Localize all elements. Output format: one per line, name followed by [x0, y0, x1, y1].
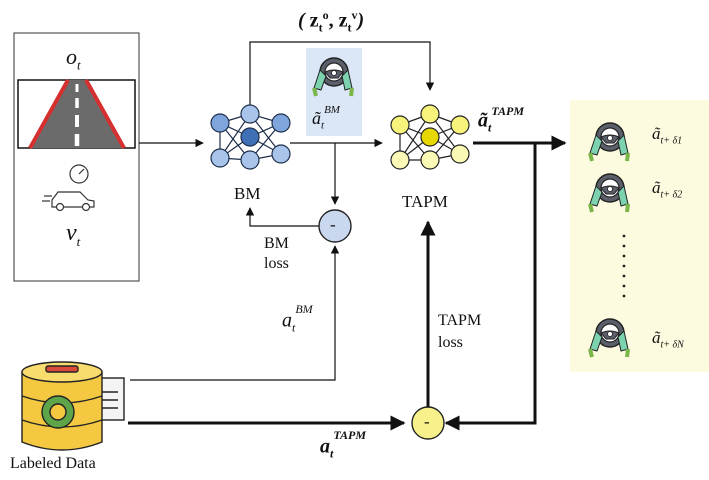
tapm-output-label: ãtTAPM: [478, 104, 525, 135]
label-bm-arrow: [130, 245, 340, 381]
prediction-1-label: ãt+ δ1: [652, 124, 683, 147]
input-panel: [13, 32, 140, 282]
speedometer-car-icon: [42, 164, 95, 212]
dataset-label: Labeled Data: [10, 455, 96, 472]
obs-label: ot: [66, 44, 81, 73]
bm-network-icon: [210, 104, 291, 170]
bm-output-label: ãtBM: [312, 104, 340, 132]
label-bm: atBM: [282, 302, 313, 335]
velocity-label: vt: [66, 220, 81, 249]
latent-arrow: [249, 41, 435, 118]
road-image: [17, 79, 136, 149]
bm-label: BM: [234, 184, 261, 203]
latent-label: ( zto, ztv): [298, 8, 365, 35]
prediction-2-label: ãt+ δ2: [652, 178, 683, 201]
bm-loss-arrow: [245, 207, 319, 227]
tapm-label: TAPM: [402, 192, 448, 211]
bm-minus: -: [330, 215, 336, 234]
tapm-output-to-loss-arrow: [444, 143, 537, 431]
prediction-n-label: ãt+ δN: [652, 328, 684, 351]
tapm-minus: -: [424, 412, 430, 431]
tapm-network-icon: [390, 104, 470, 170]
label-tapm: atTAPM: [320, 428, 367, 461]
prediction-panel: [570, 100, 709, 372]
database-icon: [21, 361, 125, 451]
ellipsis-dots: [622, 234, 626, 298]
